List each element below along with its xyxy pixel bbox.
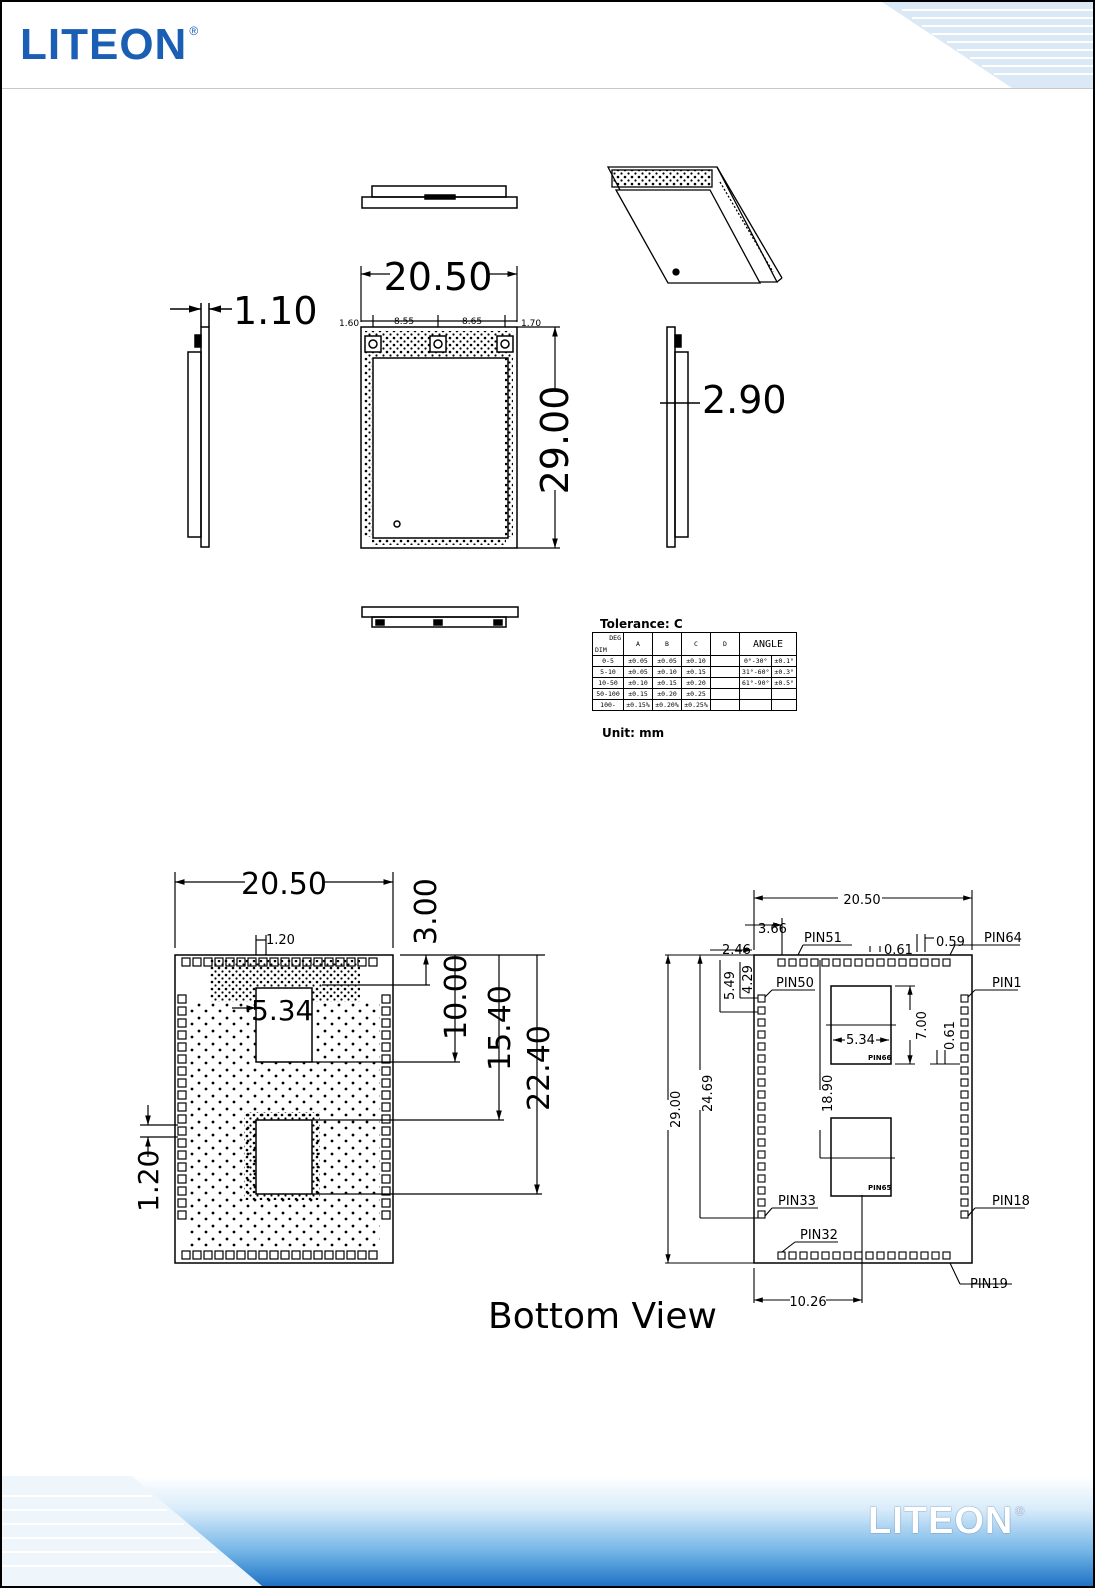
table-row: 50-100±0.15±0.20±0.25 xyxy=(592,688,797,700)
pin19-label: PIN19 xyxy=(970,1277,1008,1292)
thickness-right-label: 2.90 xyxy=(702,378,787,422)
pin-d061-label: 0.61 xyxy=(884,943,913,958)
pin-d549-label: 5.49 xyxy=(723,971,738,1000)
pin-d2900-label: 29.00 xyxy=(669,1091,684,1128)
pin-d246-label: 2.46 xyxy=(722,943,751,958)
brand-logo-top: LITEON® xyxy=(20,20,200,69)
pin-d534-label: 5.34 xyxy=(846,1033,875,1048)
bottom-side-view xyxy=(361,606,519,628)
bl-width-label: 20.50 xyxy=(241,867,327,902)
bl-d15-label: 15.40 xyxy=(483,985,518,1071)
right-side-view xyxy=(660,326,700,548)
pin-d366-label: 3.66 xyxy=(758,922,787,937)
isometric-view xyxy=(606,166,783,284)
tolerance-table: DEG DIM A B C D ANGLE 0-5±0.05±0.05±0.10… xyxy=(592,632,797,711)
pin18-label: PIN18 xyxy=(992,1194,1030,1209)
top-sub-a: 8.55 xyxy=(394,317,414,327)
pin64-label: PIN64 xyxy=(984,931,1022,946)
pin66-label: PIN66 xyxy=(868,1054,891,1062)
pin-d059-label: 0.59 xyxy=(936,935,965,950)
bl-d3-label: 3.00 xyxy=(409,878,444,945)
header xyxy=(2,2,1093,89)
top-view-board xyxy=(360,326,518,549)
bl-window-label: 5.34 xyxy=(251,994,313,1027)
pin1-label: PIN1 xyxy=(992,976,1022,991)
top-sub-b: 8.65 xyxy=(462,317,482,327)
bl-d10-label: 10.00 xyxy=(439,954,474,1040)
top-sub-right: 1.70 xyxy=(521,319,541,329)
top-height-dim xyxy=(517,326,560,549)
pin32-label: PIN32 xyxy=(800,1228,838,1243)
bl-pitch-label: 1.20 xyxy=(132,1150,165,1212)
table-row: 100-±0.15%±0.20%±0.25% xyxy=(592,699,797,711)
bottom-left-dims xyxy=(140,872,545,1195)
pin-d061b-label: 0.61 xyxy=(943,1021,958,1050)
header-stripes xyxy=(882,2,1093,88)
unit-label: Unit: mm xyxy=(602,726,665,740)
pin-d2469-label: 24.69 xyxy=(701,1075,716,1112)
pin33-label: PIN33 xyxy=(778,1194,816,1209)
left-side-view xyxy=(170,303,232,548)
top-width-label: 20.50 xyxy=(384,255,493,299)
thickness-left-label: 1.10 xyxy=(233,289,318,333)
pinout-board xyxy=(753,954,973,1264)
pin65-label: PIN65 xyxy=(868,1184,891,1192)
brand-logo-bottom: LITEON® xyxy=(868,1500,1026,1542)
pin-d700-label: 7.00 xyxy=(915,1011,930,1040)
bottom-view-caption: Bottom View xyxy=(488,1296,717,1337)
pin-width-label: 20.50 xyxy=(843,893,880,908)
tolerance-title: Tolerance: C xyxy=(600,617,683,631)
pin50-label: PIN50 xyxy=(776,976,814,991)
footer-stripes xyxy=(2,1476,262,1586)
top-side-view xyxy=(361,185,518,209)
pinout-dims xyxy=(665,890,1025,1303)
pin-d1026-label: 10.26 xyxy=(789,1295,826,1310)
top-sub-left: 1.60 xyxy=(339,319,359,329)
pin-d1890-label: 18.90 xyxy=(821,1075,836,1112)
corner-cell: DEG DIM xyxy=(592,632,624,656)
bottom-view-pads xyxy=(174,954,394,1264)
bl-d22-label: 22.40 xyxy=(522,1025,557,1111)
top-width-dim xyxy=(360,266,518,327)
pin-d429-label: 4.29 xyxy=(741,965,756,994)
top-height-label: 29.00 xyxy=(533,386,577,495)
pin51-label: PIN51 xyxy=(804,931,842,946)
footer-band xyxy=(2,1476,1093,1586)
bl-pad-width-label: 1.20 xyxy=(266,933,295,948)
